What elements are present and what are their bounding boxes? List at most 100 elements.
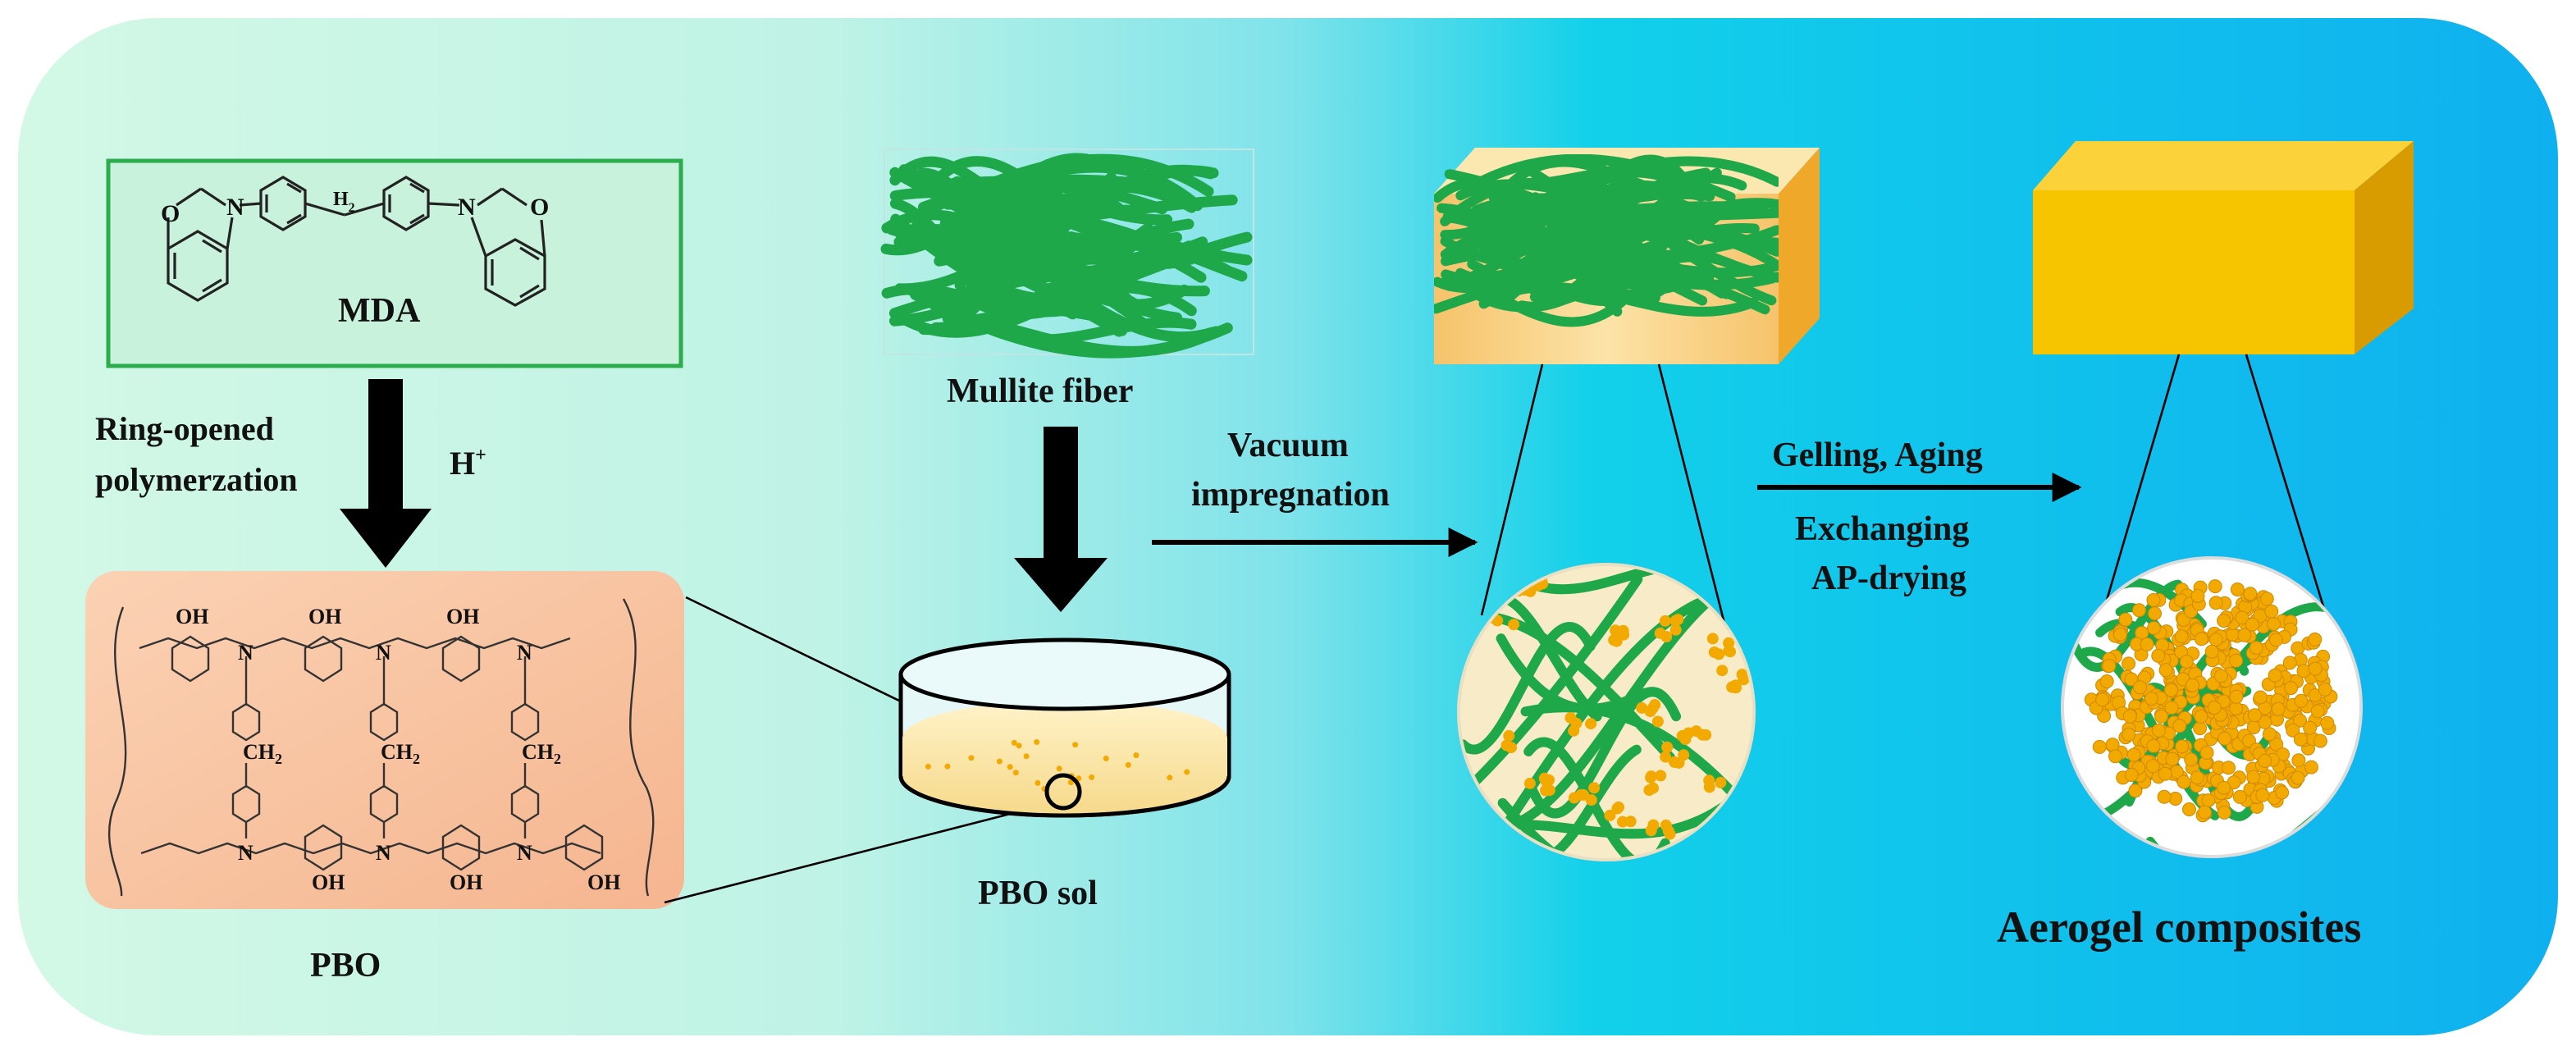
sol-particle	[1011, 739, 1017, 746]
gel-particle	[1610, 630, 1623, 642]
aerogel-particle	[2267, 617, 2281, 632]
aerogel-particle	[2237, 628, 2252, 642]
aerogel-particle	[2184, 752, 2199, 767]
pbo-n-6: N	[517, 841, 532, 865]
aerogel-particle	[2235, 610, 2249, 625]
aerogel-particle	[2095, 692, 2110, 707]
ring-opened-label: Ring-opened	[95, 410, 274, 447]
gel-particle	[1543, 774, 1555, 786]
aerogel-particle	[2264, 604, 2279, 619]
gel-fiber-strand	[1496, 633, 1650, 714]
aerogel-particle	[2164, 683, 2179, 697]
aerogel-particle	[2124, 672, 2139, 687]
pbo-oh-3: OH	[446, 605, 479, 628]
aerogel-particle	[2229, 653, 2244, 668]
sol-particle	[944, 763, 951, 770]
gel-particle	[1669, 615, 1682, 627]
aerogel-particle	[2158, 663, 2173, 678]
aerogel-particle	[2246, 770, 2261, 784]
aerogel-particle	[2208, 596, 2223, 610]
sol-particle	[1023, 753, 1030, 760]
aerogel-particle	[2092, 739, 2107, 754]
sol-particle	[1067, 779, 1074, 786]
aerogel-particle	[2208, 579, 2222, 594]
pbo-oh-6: OH	[587, 870, 620, 894]
gel-particle	[1716, 665, 1729, 677]
aerogel-particle	[2293, 732, 2308, 747]
pbo-n-3: N	[517, 641, 532, 665]
aerogel-particle	[2259, 592, 2274, 606]
aerogel-particle	[2230, 583, 2245, 596]
gel-particle	[1645, 770, 1657, 783]
aerogel-particle	[2157, 789, 2172, 804]
aerogel-particle	[2275, 785, 2290, 800]
mullite-fiber-strand	[984, 218, 1194, 276]
gel-particle	[1679, 733, 1692, 746]
zoom-line-box2-right	[2245, 354, 2328, 618]
pbo-n-2: N	[376, 641, 391, 665]
gel-particle	[1543, 784, 1555, 797]
aerogel-particle	[2229, 701, 2244, 715]
aerogel-particle	[2304, 760, 2318, 774]
pbo-oh-4: OH	[312, 870, 345, 894]
sol-particle	[1072, 742, 1079, 748]
aerogel-particle	[2320, 715, 2335, 730]
aerogel-particle	[2303, 720, 2318, 735]
pbo-sol-dish	[898, 637, 1231, 818]
aerogel-particle	[2105, 738, 2120, 752]
gel-particle	[1700, 729, 1712, 741]
aerogel-particle	[2217, 614, 2231, 628]
aerogel-particle	[2140, 637, 2154, 651]
sol-particle	[1125, 761, 1131, 768]
mullite-fiber-strand	[966, 313, 1222, 357]
gel-particle	[1655, 770, 1667, 782]
aerogel-particle	[2308, 632, 2323, 647]
mullite-fiber-strand	[890, 213, 1121, 305]
aerogel-particle	[2124, 768, 2139, 782]
aerogel-particle	[2282, 656, 2297, 670]
aerogel-particle	[2217, 805, 2231, 820]
box-fiber-strand	[1445, 208, 1706, 284]
aerogel-particle	[2146, 738, 2161, 753]
aerogel-particle	[2217, 780, 2231, 795]
aerogel-particle	[2144, 692, 2158, 706]
aerogel-particle	[2291, 770, 2305, 785]
aerogel-particle	[2232, 789, 2247, 804]
pbo-oh-5: OH	[450, 870, 482, 894]
aerogel-particle	[2271, 701, 2286, 716]
gel-particle	[1669, 624, 1682, 636]
aerogel-particle	[2253, 690, 2268, 705]
aerogel-particle	[2190, 589, 2205, 603]
sol-particle	[968, 755, 975, 761]
aerogel-particle	[2118, 612, 2133, 627]
vacuum-label: Vacuum	[1227, 427, 1349, 464]
sol-particle	[925, 763, 931, 770]
aerogel-particle	[2147, 621, 2161, 635]
sol-particle	[1056, 765, 1062, 772]
sol-particle	[1012, 770, 1019, 776]
gel-particle	[1575, 788, 1587, 801]
pbo-structure-box: OH OH OH N N N CH2 CH2 CH2 N N N OH OH O…	[85, 571, 684, 909]
sol-particle	[1007, 764, 1013, 770]
gel-particle	[1729, 679, 1742, 692]
polymerization-label: polymerzation	[95, 461, 298, 498]
pbo-oh-2: OH	[308, 605, 341, 628]
aerogel-particle	[2113, 627, 2127, 642]
mda-label: MDA	[338, 292, 421, 330]
aerogel-particle	[2293, 713, 2307, 728]
gel-fiber-strand	[1468, 574, 1643, 789]
mda-n-left: N	[226, 194, 244, 221]
gel-particle	[1706, 633, 1719, 645]
aerogel-particle	[2296, 664, 2311, 678]
sol-particle	[1133, 752, 1140, 758]
sol-particle	[1184, 769, 1190, 775]
mullite-fiber-strand	[954, 198, 1094, 290]
pbo-oh-1: OH	[176, 605, 208, 628]
gel-particle	[1588, 782, 1601, 794]
aerogel-particle	[2175, 739, 2190, 754]
aerogel-particle	[2122, 656, 2136, 671]
mullite-fiber-bundle	[880, 148, 1254, 359]
mda-n-right: N	[458, 194, 476, 221]
aerogel-particle	[2308, 661, 2323, 676]
aerogel-particle	[2310, 704, 2325, 719]
